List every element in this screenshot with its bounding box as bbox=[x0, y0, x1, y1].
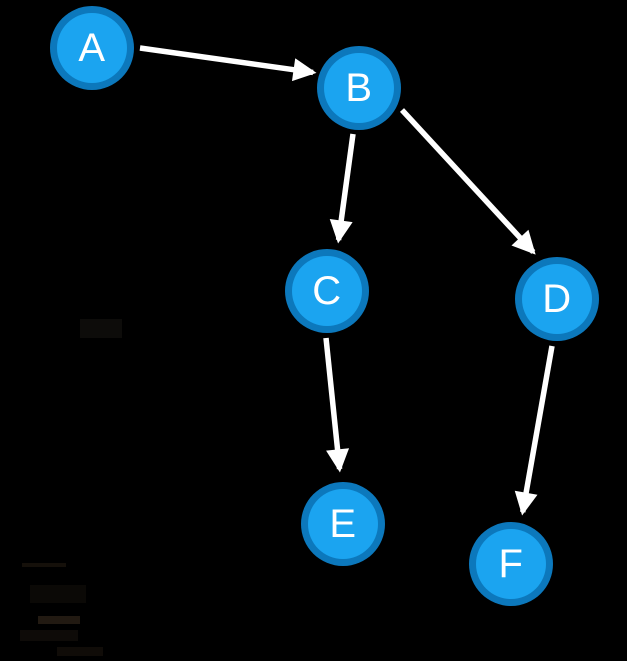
node-label-B: B bbox=[345, 65, 373, 110]
node-D[interactable]: D bbox=[515, 257, 599, 341]
edge-B-C[interactable] bbox=[329, 133, 356, 244]
node-fill-circle bbox=[476, 529, 546, 599]
node-label-F: F bbox=[498, 541, 524, 586]
node-B[interactable]: B bbox=[317, 46, 401, 130]
node-E[interactable]: E bbox=[301, 482, 385, 566]
node-fill-circle bbox=[324, 53, 394, 123]
node-label-D: D bbox=[542, 276, 572, 321]
edge-A-B[interactable] bbox=[139, 45, 317, 82]
node-C[interactable]: C bbox=[285, 249, 369, 333]
node-F[interactable]: F bbox=[469, 522, 553, 606]
node-label-C: C bbox=[312, 268, 342, 313]
edge-B-D[interactable] bbox=[399, 108, 536, 255]
node-label-E: E bbox=[329, 501, 357, 546]
edge-D-F[interactable] bbox=[514, 345, 555, 516]
node-fill-circle bbox=[522, 264, 592, 334]
node-label-A: A bbox=[78, 25, 106, 70]
edge-C-E[interactable] bbox=[323, 337, 350, 473]
node-fill-circle bbox=[57, 13, 127, 83]
node-A[interactable]: A bbox=[50, 6, 134, 90]
node-fill-circle bbox=[292, 256, 362, 326]
node-fill-circle bbox=[308, 489, 378, 559]
